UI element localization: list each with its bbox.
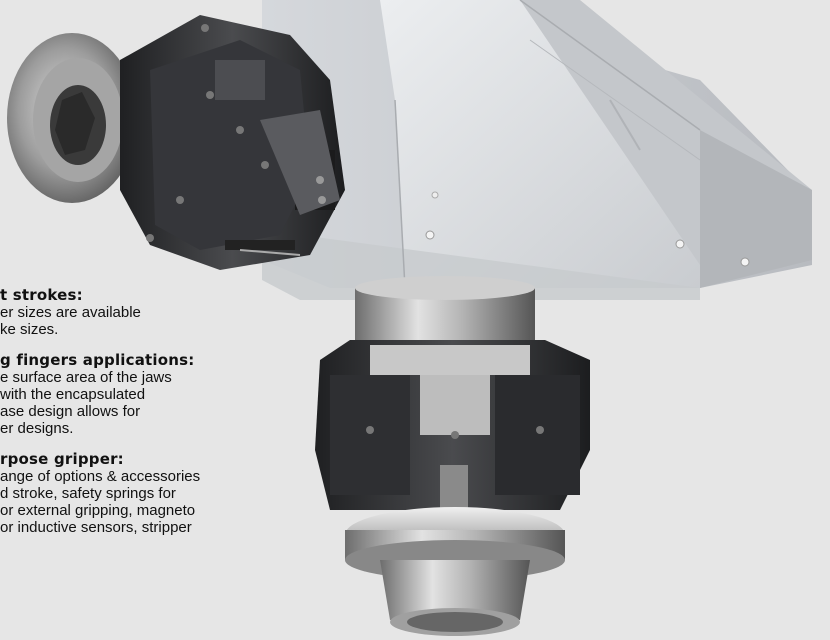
feature-heading: g fingers applications: bbox=[0, 351, 195, 369]
feature-body: ange of options & accessories d stroke, … bbox=[0, 468, 201, 536]
feature-heading: t strokes: bbox=[0, 286, 83, 304]
feature-strokes: t strokes: er sizes are available ke siz… bbox=[0, 286, 300, 339]
feature-body: e surface area of the jaws with the enca… bbox=[0, 369, 172, 437]
feature-purpose: rpose gripper: ange of options & accesso… bbox=[0, 450, 300, 537]
feature-heading: rpose gripper: bbox=[0, 450, 124, 468]
feature-list: t strokes: er sizes are available ke siz… bbox=[0, 287, 300, 550]
housing-block bbox=[262, 0, 812, 300]
bottom-gripper bbox=[315, 276, 590, 636]
feature-fingers: g fingers applications: e surface area o… bbox=[0, 351, 300, 438]
feature-body: er sizes are available ke sizes. bbox=[0, 304, 141, 338]
side-gripper bbox=[7, 15, 345, 270]
